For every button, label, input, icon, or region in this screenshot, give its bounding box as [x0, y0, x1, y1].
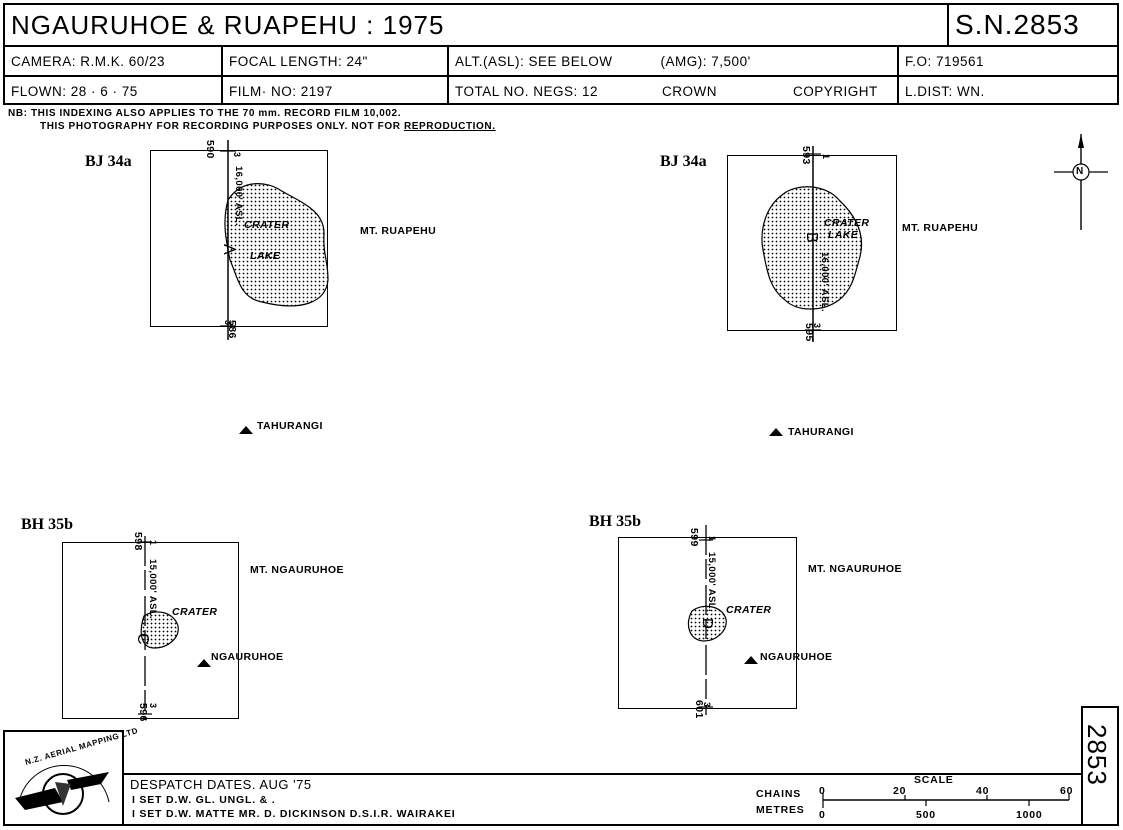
neg-sub-top: 1 — [148, 540, 158, 546]
focal-length-field: FOCAL LENGTH: 24" — [223, 47, 449, 77]
photo-frame — [618, 537, 797, 709]
neg-number-bottom: 595 — [803, 323, 815, 342]
copyright-label: COPYRIGHT — [793, 83, 878, 99]
neg-number-bottom: 596 — [137, 703, 149, 722]
mountain-label: MT. RUAPEHU — [360, 225, 437, 237]
crater-map — [687, 525, 727, 715]
crown-label: CROWN — [662, 83, 718, 99]
run-label: BJ 34a — [660, 153, 707, 170]
crater-label: CRATER — [824, 217, 870, 229]
chains-label: CHAINS — [756, 788, 802, 800]
fo-field: F.O: 719561 — [899, 47, 1117, 77]
note-line-1: NB: THIS INDEXING ALSO APPLIES TO THE 70… — [8, 108, 402, 119]
altitude-label: 16,000' ASL. — [819, 252, 830, 313]
neg-sub-top: 3 — [232, 152, 242, 158]
peak-triangle-icon — [239, 426, 253, 434]
peak-label: NGAURUHOE — [760, 651, 833, 663]
run-label: BJ 34a — [85, 153, 132, 170]
altitude-label: 15,000' ASL. — [706, 552, 717, 613]
neg-number-bottom: 601 — [693, 700, 705, 719]
north-label: N — [1076, 166, 1084, 177]
flown-field: FLOWN: 28 · 6 · 75 — [5, 77, 223, 105]
note-line-2: THIS PHOTOGRAPHY FOR RECORDING PURPOSES … — [40, 121, 496, 132]
neg-number-top: 593 — [800, 146, 812, 165]
chains-tick: 0 — [819, 785, 826, 797]
peak-triangle-icon — [197, 659, 211, 667]
chains-tick: 20 — [893, 785, 907, 797]
despatch-box — [124, 773, 1081, 826]
run-label: BH 35b — [589, 513, 642, 530]
lake-label: LAKE — [250, 250, 281, 262]
run-label: BH 35b — [21, 516, 74, 533]
altitude-label: 16,000' ASL. — [233, 166, 244, 227]
film-number-field: FILM· NO: 2197 — [223, 77, 449, 105]
lake-label: LAKE — [828, 229, 859, 241]
scale-bar — [822, 793, 1070, 808]
crater-map — [138, 536, 179, 720]
photo-frame — [150, 150, 328, 327]
sheet-number: S.N.2853 — [949, 5, 1117, 47]
neg-sub-top: 1 — [821, 154, 831, 160]
marker-label: A — [220, 244, 237, 255]
crater-lake-map — [220, 140, 329, 340]
chains-tick: 40 — [976, 785, 990, 797]
mountain-label: MT. NGAURUHOE — [808, 563, 902, 575]
camera-field: CAMERA: R.M.K. 60/23 — [5, 47, 223, 77]
despatch-line-1: I SET D.W. GL. UNGL. & . — [132, 794, 276, 806]
neg-number-top: 598 — [132, 532, 144, 551]
altitude-field: ALT.(ASL): SEE BELOW (AMG): 7,500' — [449, 47, 899, 77]
crater-lake-map — [761, 146, 863, 342]
sheet-number-vertical: 2853 — [1082, 724, 1112, 786]
scale-title: SCALE — [914, 774, 954, 786]
altitude-label: 15,000' ASL. — [147, 559, 158, 620]
marker-label: B — [803, 232, 820, 243]
total-negs: TOTAL NO. NEGS: 12 — [455, 83, 599, 99]
altitude-asl: ALT.(ASL): SEE BELOW — [455, 53, 613, 69]
company-logo: N.Z. AERIAL MAPPING LTD — [3, 726, 139, 826]
crater-lake-shape — [761, 186, 863, 310]
north-arrow-icon — [1054, 134, 1108, 230]
ldist-field: L.DIST: WN. — [905, 83, 985, 99]
despatch-dates: DESPATCH DATES. AUG '75 — [130, 777, 312, 792]
mountain-label: MT. NGAURUHOE — [250, 564, 344, 576]
chains-tick: 60 — [1060, 785, 1074, 797]
crater-lake-shape — [224, 183, 329, 307]
marker-label: D — [699, 618, 716, 629]
peak-label: TAHURANGI — [788, 426, 854, 438]
mountain-label: MT. RUAPEHU — [902, 222, 979, 234]
crater-label: CRATER — [172, 606, 218, 618]
despatch-line-2: I SET D.W. MATTE MR. D. DICKINSON D.S.I.… — [132, 808, 456, 820]
negatives-field: TOTAL NO. NEGS: 12 CROWN COPYRIGHT — [449, 77, 899, 105]
sheet-vertical-box — [1081, 706, 1119, 826]
metres-tick: 1000 — [1016, 809, 1043, 821]
metres-tick: 500 — [916, 809, 936, 821]
peak-label: TAHURANGI — [257, 420, 323, 432]
header-table: NGAURUHOE & RUAPEHU : 1975 S.N.2853 CAME… — [3, 3, 1119, 105]
crater-label: CRATER — [726, 604, 772, 616]
crater-shape — [687, 605, 727, 642]
crater-shape — [140, 611, 179, 649]
aerial-mapping-logo-icon — [15, 765, 110, 815]
neg-number-top: 590 — [204, 140, 216, 159]
metres-label: METRES — [756, 804, 805, 816]
peak-triangle-icon — [769, 428, 783, 436]
marker-label: C — [134, 633, 151, 645]
neg-number-bottom: 586 — [226, 320, 238, 339]
peak-triangle-icon — [744, 656, 758, 664]
neg-number-top: 599 — [688, 528, 700, 547]
reproduction-warning: REPRODUCTION. — [403, 121, 496, 132]
altitude-amg: (AMG): 7,500' — [660, 53, 751, 69]
neg-sub-bottom: 3 — [148, 703, 158, 709]
neg-sub-top: 1 — [707, 536, 717, 542]
metres-tick: 0 — [819, 809, 826, 821]
map-title: NGAURUHOE & RUAPEHU : 1975 — [5, 5, 949, 47]
crater-label: CRATER — [244, 219, 290, 231]
peak-label: NGAURUHOE — [211, 651, 284, 663]
